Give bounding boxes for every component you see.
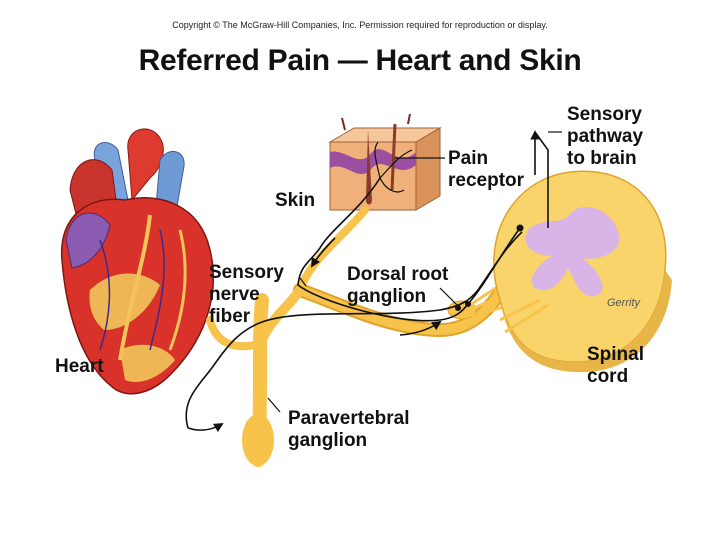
coronary-vein-2: [149, 229, 165, 351]
sensory-fiber-leader: [299, 277, 307, 287]
coronary-vein: [99, 239, 111, 351]
heart-fat: [89, 273, 160, 330]
heart-fat-2: [120, 344, 175, 382]
artist-signature: Gerrity: [607, 297, 640, 309]
heart-illustration: [61, 128, 215, 395]
dorsal-root-ganglion-neuron-2: [465, 301, 471, 307]
heart-nerve-arrow: [187, 423, 224, 433]
paravertebral-leader: [267, 397, 281, 413]
hair-shaft: [341, 117, 346, 131]
coronary-vessel-2: [168, 229, 187, 351]
label-pain-receptor: Pain receptor: [448, 148, 525, 191]
skin-sensory-neuron: [297, 177, 521, 322]
label-heart: Heart: [55, 356, 104, 377]
heart-sensory-neuron: [185, 231, 523, 429]
label-skin: Skin: [275, 190, 316, 211]
synapse-dot: [516, 224, 524, 232]
hair-follicle: [366, 130, 372, 205]
vena-cava-vessel: [155, 151, 185, 213]
copyright-notice: Copyright © The McGraw-Hill Companies, I…: [172, 20, 548, 30]
skin-nerve-arrow: [311, 237, 336, 268]
diagram-title: Referred Pain — Heart and Skin: [138, 44, 582, 77]
spinal-cord-depth: [500, 270, 672, 373]
coronary-vessel: [118, 214, 152, 361]
skin-nerve-trunk: [296, 206, 369, 294]
neuron-tracings: [185, 130, 562, 433]
skin-nerve-branch: [374, 141, 413, 193]
skin-side: [415, 127, 441, 211]
hair-follicle-2: [390, 123, 397, 191]
heart-nerve-branch: [206, 316, 259, 351]
ventral-roots: [499, 298, 549, 334]
hair-shaft-2: [407, 113, 411, 125]
label-sensory-nerve-fiber: Sensory nerve fiber: [209, 262, 284, 327]
grey-matter: [525, 206, 620, 297]
label-paravertebral-ganglion: Paravertebral ganglion: [288, 408, 410, 451]
label-dorsal-root-ganglion: Dorsal root ganglion: [347, 264, 449, 307]
dorsal-root-leader: [439, 287, 459, 307]
paravertebral-ganglion-shape: [242, 414, 274, 466]
skin-illustration: [328, 113, 442, 211]
pulmonary-vessel: [127, 128, 164, 202]
left-atrium: [65, 212, 111, 269]
spinal-cord-illustration: [493, 170, 672, 373]
label-spinal-cord: Spinal cord: [587, 344, 645, 387]
spinal-nerve-arrow: [399, 320, 442, 336]
label-sensory-pathway: Sensory pathway to brain: [567, 104, 644, 169]
dorsal-root-ganglion-neuron: [455, 305, 461, 311]
